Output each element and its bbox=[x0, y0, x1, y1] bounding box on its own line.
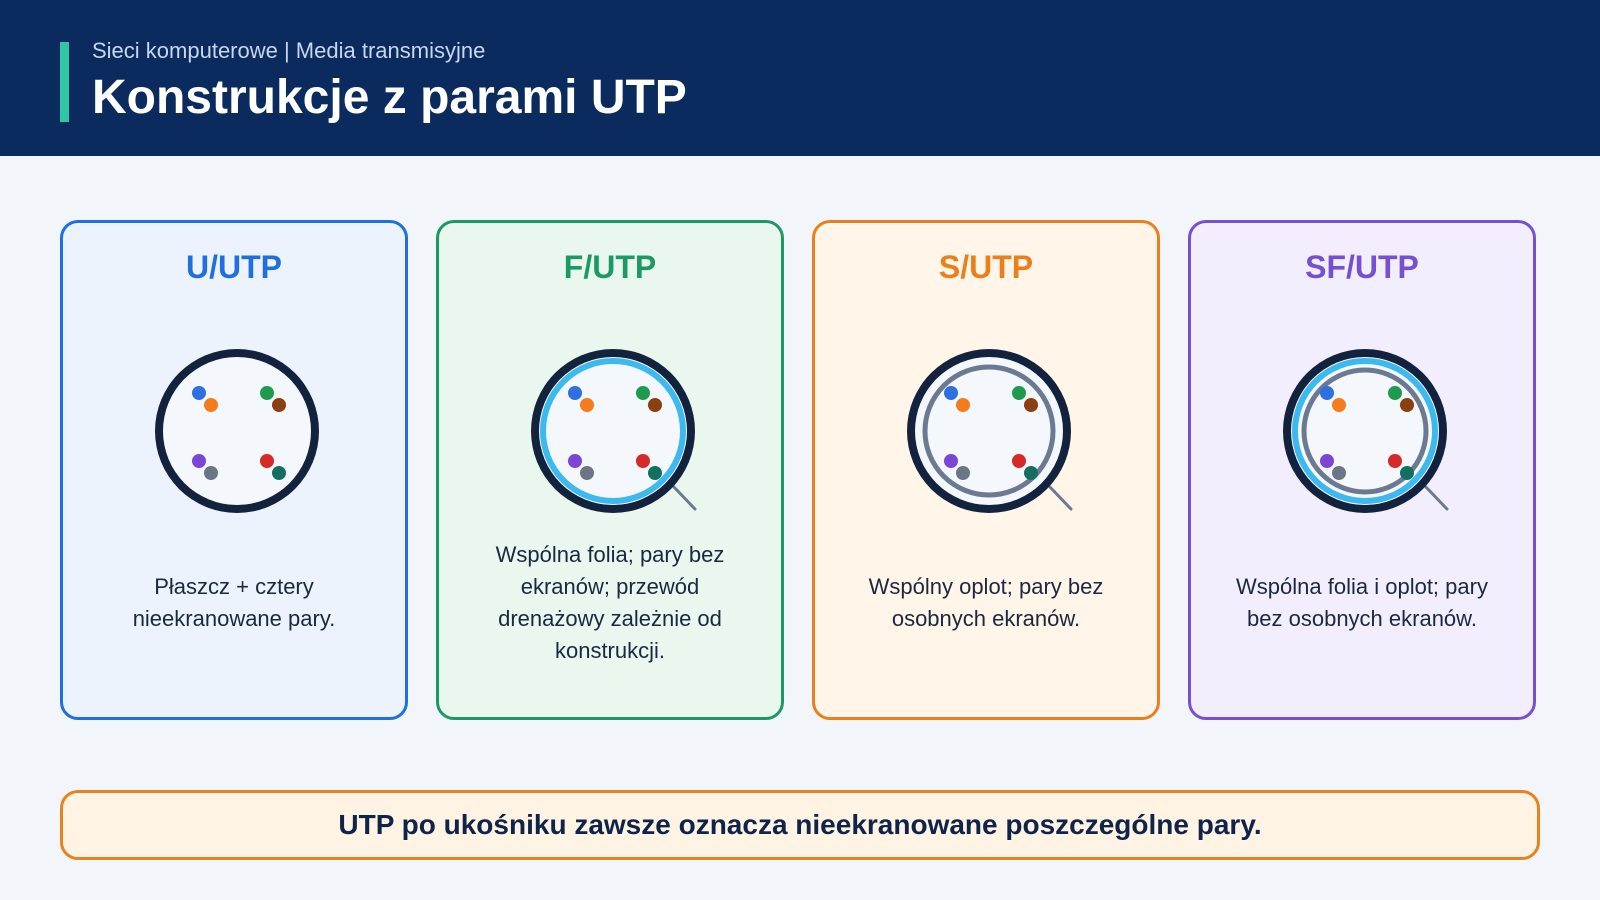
pair-wire bbox=[260, 454, 274, 468]
card-title: U/UTP bbox=[186, 249, 282, 285]
pair-wire bbox=[192, 386, 206, 400]
pair-wire bbox=[1024, 398, 1038, 412]
braid-shield bbox=[922, 364, 1056, 498]
cable-cross-section bbox=[531, 349, 697, 513]
drain-wire bbox=[671, 484, 697, 511]
pair-wire bbox=[260, 386, 274, 400]
pair-wire bbox=[580, 398, 594, 412]
pair-wire bbox=[1332, 466, 1346, 480]
pair-wire bbox=[956, 398, 970, 412]
pair-wire bbox=[1400, 398, 1414, 412]
summary-note: UTP po ukośniku zawsze oznacza nieekrano… bbox=[60, 790, 1540, 860]
pair-wire bbox=[1320, 386, 1334, 400]
pair-wire bbox=[580, 466, 594, 480]
cable-core bbox=[163, 357, 311, 505]
pair-wire bbox=[1332, 398, 1346, 412]
pair-wire bbox=[1320, 454, 1334, 468]
pair-wire bbox=[1388, 454, 1402, 468]
pair-wire bbox=[944, 454, 958, 468]
pair-wire bbox=[272, 398, 286, 412]
drain-wire bbox=[1423, 484, 1449, 511]
pair-wire bbox=[204, 466, 218, 480]
cable-core bbox=[915, 357, 1063, 505]
pair-wire bbox=[1400, 466, 1414, 480]
card-title: F/UTP bbox=[563, 249, 657, 285]
cable-cross-section bbox=[1283, 349, 1449, 513]
cable-core bbox=[1291, 357, 1439, 505]
card-sf-utp: SF/UTP Wspólna folia i oplot; pary bez o… bbox=[1188, 220, 1536, 720]
pair-wire bbox=[956, 466, 970, 480]
pair-wire bbox=[1024, 466, 1038, 480]
accent-bar bbox=[60, 42, 69, 122]
pair-wire bbox=[568, 454, 582, 468]
pair-wire bbox=[1012, 386, 1026, 400]
card-title: S/UTP bbox=[938, 249, 1034, 285]
foil-shield bbox=[540, 358, 686, 504]
cable-cross-section bbox=[155, 349, 319, 513]
header: Sieci komputerowe | Media transmisyjne K… bbox=[0, 0, 1600, 156]
card-description: Płaszcz + cztery nieekranowane pary. bbox=[132, 574, 336, 631]
pair-wire bbox=[1012, 454, 1026, 468]
pair-wire bbox=[944, 386, 958, 400]
pair-wire bbox=[1388, 386, 1402, 400]
pair-wire bbox=[648, 466, 662, 480]
breadcrumb: Sieci komputerowe | Media transmisyjne bbox=[92, 38, 486, 63]
card-description: Wspólna folia i oplot; pary bez osobnych… bbox=[1236, 574, 1488, 631]
card-description: Wspólna folia; pary bez ekranów; przewód… bbox=[495, 542, 725, 663]
card-description: Wspólny oplot; pary bez osobnych ekranów… bbox=[868, 574, 1104, 631]
drain-wire bbox=[1047, 484, 1073, 511]
pair-wire bbox=[192, 454, 206, 468]
pair-wire bbox=[648, 398, 662, 412]
card-s-utp: S/UTP Wspólny oplot; pary bez osobnych e… bbox=[812, 220, 1160, 720]
cable-core bbox=[539, 357, 687, 505]
pair-wire bbox=[568, 386, 582, 400]
page-title: Konstrukcje z parami UTP bbox=[92, 71, 687, 124]
card-title: SF/UTP bbox=[1305, 249, 1419, 285]
braid-shield bbox=[1301, 367, 1429, 495]
foil-shield bbox=[1292, 358, 1438, 504]
pair-wire bbox=[204, 398, 218, 412]
card-f-utp: F/UTP Wspólna folia; pary bez ekranów; p… bbox=[436, 220, 784, 720]
pair-wire bbox=[272, 466, 286, 480]
cable-cross-section bbox=[907, 349, 1073, 513]
pair-wire bbox=[636, 386, 650, 400]
pair-wire bbox=[636, 454, 650, 468]
card-u-utp: U/UTP Płaszcz + cztery nieekranowane par… bbox=[60, 220, 408, 720]
